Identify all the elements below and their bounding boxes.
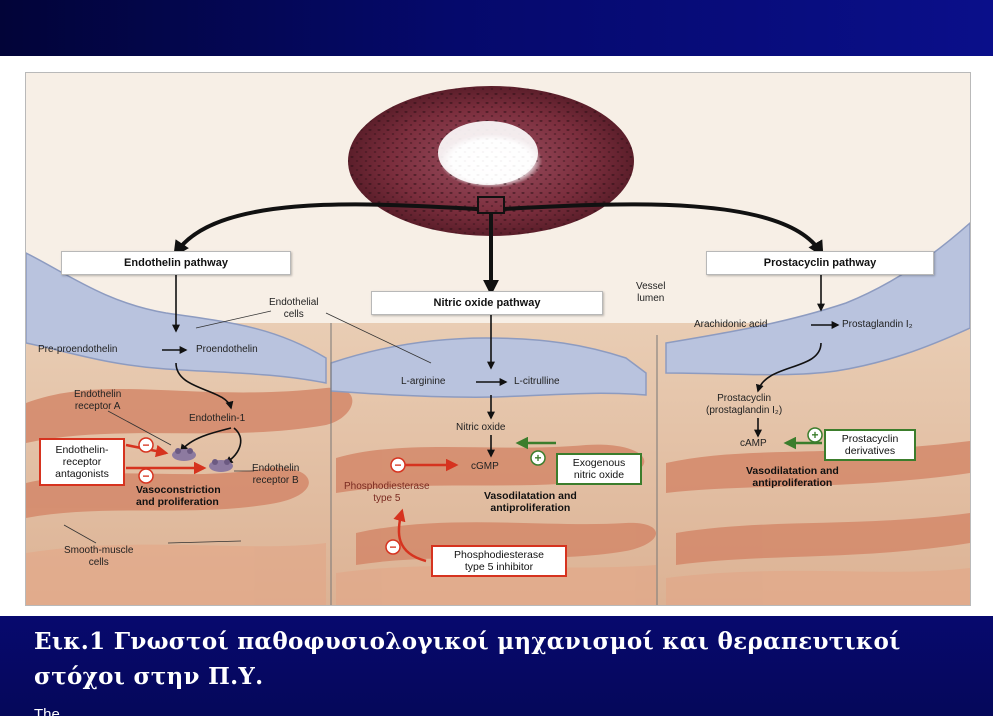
vessel-lumen-label: Vessel lumen <box>636 281 666 304</box>
prostaglandin-i2-label: Prostaglandin I₂ <box>842 319 913 330</box>
cgmp-label: cGMP <box>471 461 499 472</box>
endothelial-cells-label: Endothelial cells <box>269 297 319 320</box>
endothelin-receptor-antagonists-box: Endothelin- receptor antagonists <box>39 438 125 486</box>
svg-text:+: + <box>811 428 818 442</box>
arachidonic-acid-label: Arachidonic acid <box>694 319 768 330</box>
svg-text:+: + <box>534 451 541 465</box>
figure-caption-body-partial: The ... ... ... ... ... ... ... ... ... … <box>34 706 260 723</box>
inhibit-sign-pde5: − <box>390 457 406 473</box>
prostacyclin-derivatives-box: Prostacyclin derivatives <box>824 429 916 461</box>
endothelin-receptor-a-label: Endothelin receptor A <box>74 389 122 412</box>
smooth-muscle-cells-label: Smooth-muscle cells <box>64 545 134 568</box>
camp-label: cAMP <box>740 438 767 449</box>
svg-text:−: − <box>142 469 149 483</box>
svg-text:−: − <box>389 540 396 554</box>
pde5-inhibitor-box: Phosphodiesterase type 5 inhibitor <box>431 545 567 577</box>
pathway-illustration: − − − − + + <box>26 73 970 605</box>
prostacyclin-label: Prostacyclin (prostaglandin I₂) <box>706 393 783 416</box>
arrow-to-prostacyclin <box>503 202 824 258</box>
no-vasodilatation-label: Vasodilatation and antiproliferation <box>484 490 577 514</box>
l-arginine-label: L-arginine <box>401 376 446 387</box>
svg-text:−: − <box>394 458 401 472</box>
l-citrulline-label: L-citrulline <box>514 376 560 387</box>
inhibit-sign-receptor-b: − <box>138 468 154 484</box>
nitric-oxide-pathway-box: Nitric oxide pathway <box>371 291 603 315</box>
endothelin-pathway-box: Endothelin pathway <box>61 251 291 275</box>
vessel-cross-section <box>348 86 634 236</box>
endothelin-receptor-a-shape <box>172 448 196 461</box>
figure-caption-title: Εικ.1 Γνωστοί παθοφυσιολογικοί μηχανισμο… <box>34 628 901 690</box>
pre-proendothelin-label: Pre-proendothelin <box>38 344 118 355</box>
inhibit-sign-receptor-a: − <box>138 437 154 453</box>
inhibit-sign-pde5-inhibitor: − <box>385 539 401 555</box>
endothelin-receptor-b-label: Endothelin receptor B <box>252 463 300 486</box>
proendothelin-label: Proendothelin <box>196 344 258 355</box>
nitric-oxide-label: Nitric oxide <box>456 422 506 433</box>
endothelin-1-label: Endothelin-1 <box>189 413 246 424</box>
vasoconstriction-label: Vasoconstriction and proliferation <box>136 484 221 508</box>
exogenous-nitric-oxide-box: Exogenous nitric oxide <box>556 453 642 485</box>
stimulate-sign-prostacyclin-derivatives: + <box>807 427 823 443</box>
endothelin-receptor-b-shape <box>209 459 233 472</box>
arrow-to-endothelin <box>173 202 479 257</box>
prostacyclin-vasodilatation-label: Vasodilatation and antiproliferation <box>746 465 839 489</box>
prostacyclin-pathway-box: Prostacyclin pathway <box>706 251 934 275</box>
slide-header-bar <box>0 0 993 56</box>
pathway-figure: − − − − + + Endothelin pathway Nitric ox… <box>25 72 971 606</box>
svg-text:−: − <box>142 438 149 452</box>
stimulate-sign-exogenous-no: + <box>530 450 546 466</box>
caption-band <box>0 616 993 716</box>
pde5-label: Phosphodiesterase type 5 <box>344 481 430 504</box>
